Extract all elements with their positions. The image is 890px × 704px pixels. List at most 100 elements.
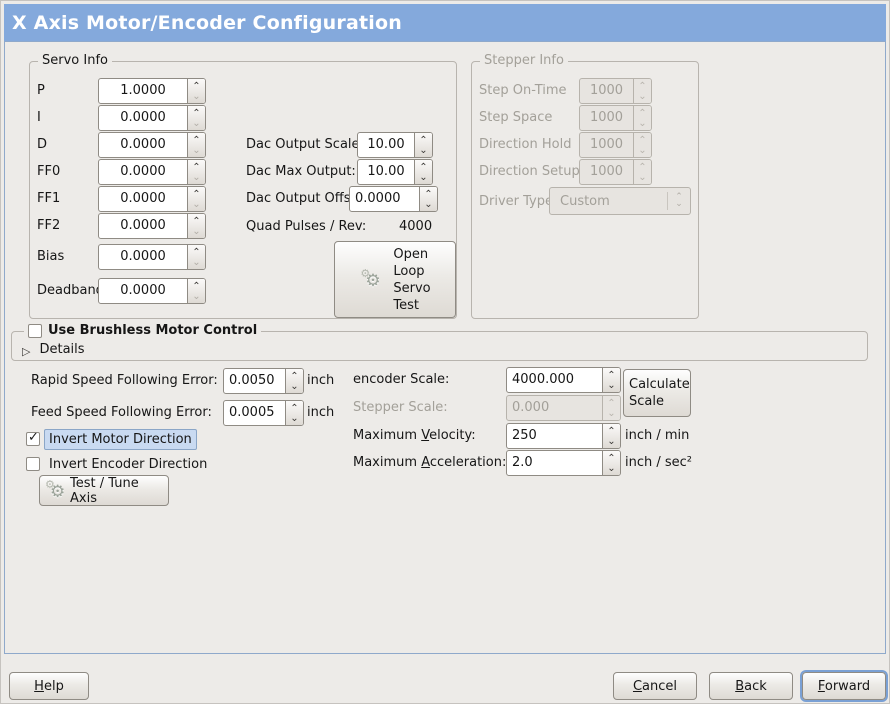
deadband-value[interactable]: 0.0000 bbox=[120, 283, 166, 298]
invert-motor-label[interactable]: Invert Motor Direction bbox=[44, 429, 197, 450]
invert-encoder-label[interactable]: Invert Encoder Direction bbox=[49, 457, 208, 472]
max-acceleration-value[interactable]: 2.0 bbox=[512, 455, 533, 470]
bias-spinbox[interactable]: 0.0000 bbox=[98, 244, 206, 270]
d-spinner[interactable] bbox=[187, 133, 205, 157]
spin-down-icon[interactable] bbox=[603, 381, 620, 392]
encoder-scale-label: encoder Scale: bbox=[353, 372, 450, 387]
encoder-scale-spinbox[interactable]: 4000.000 bbox=[506, 367, 621, 393]
dac-output-scale-value[interactable]: 10.00 bbox=[367, 137, 405, 152]
feed-following-error-label: Feed Speed Following Error: bbox=[31, 405, 212, 420]
combo-separator bbox=[667, 192, 668, 210]
encoder-scale-value[interactable]: 4000.000 bbox=[512, 372, 575, 387]
p-label: P bbox=[37, 83, 45, 98]
rapid-following-error-value[interactable]: 0.0050 bbox=[229, 373, 275, 388]
direction-hold-value: 1000 bbox=[589, 137, 624, 152]
d-spinbox[interactable]: 0.0000 bbox=[98, 132, 206, 158]
help-button[interactable]: Help bbox=[9, 672, 89, 700]
combo-arrows-icon bbox=[668, 194, 690, 208]
brushless-legend: Use Brushless Motor Control bbox=[24, 323, 262, 339]
deadband-spinner[interactable] bbox=[187, 279, 205, 303]
step-space-spinner bbox=[633, 106, 651, 130]
d-label: D bbox=[37, 137, 48, 152]
dac-output-scale-spinner[interactable] bbox=[414, 133, 432, 157]
spin-down-icon[interactable] bbox=[188, 227, 205, 238]
spin-down-icon[interactable] bbox=[603, 464, 620, 475]
driver-type-combobox: Custom bbox=[549, 187, 691, 215]
spin-down-icon[interactable] bbox=[188, 200, 205, 211]
dac-output-offset-spinbox[interactable]: 0.0000 bbox=[349, 186, 438, 212]
spin-down-icon bbox=[634, 146, 651, 157]
ff0-spinbox[interactable]: 0.0000 bbox=[98, 159, 206, 185]
ff2-spinner[interactable] bbox=[187, 214, 205, 238]
spin-down-icon[interactable] bbox=[420, 200, 437, 211]
spin-down-icon[interactable] bbox=[286, 382, 303, 393]
spin-down-icon[interactable] bbox=[415, 173, 432, 184]
max-velocity-value[interactable]: 250 bbox=[512, 428, 537, 443]
bias-spinner[interactable] bbox=[187, 245, 205, 269]
rapid-following-error-spinner[interactable] bbox=[285, 369, 303, 393]
feed-following-error-spinner[interactable] bbox=[285, 401, 303, 425]
quad-pulses-label: Quad Pulses / Rev: bbox=[246, 219, 367, 234]
test-tune-axis-button[interactable]: Test / Tune Axis bbox=[39, 475, 169, 506]
ff2-spinbox[interactable]: 0.0000 bbox=[98, 213, 206, 239]
max-acceleration-spinbox[interactable]: 2.0 bbox=[506, 450, 621, 476]
dac-max-output-spinbox[interactable]: 10.00 bbox=[357, 159, 433, 185]
p-spinner[interactable] bbox=[187, 79, 205, 103]
feed-following-error-spinbox[interactable]: 0.0005 bbox=[223, 400, 304, 426]
max-acceleration-spinner[interactable] bbox=[602, 451, 620, 475]
p-value[interactable]: 1.0000 bbox=[120, 83, 166, 98]
forward-button[interactable]: Forward bbox=[802, 672, 886, 700]
invert-encoder-checkbox[interactable] bbox=[26, 457, 40, 471]
direction-setup-value: 1000 bbox=[589, 164, 624, 179]
dac-max-output-label: Dac Max Output: bbox=[246, 164, 356, 179]
open-loop-servo-test-button[interactable]: Open Loop Servo Test bbox=[334, 241, 456, 318]
feed-following-error-value[interactable]: 0.0005 bbox=[229, 405, 275, 420]
back-button[interactable]: Back bbox=[709, 672, 793, 700]
dac-output-offset-value[interactable]: 0.0000 bbox=[355, 191, 401, 206]
calculate-scale-button[interactable]: Calculate Scale bbox=[623, 369, 691, 417]
expander-arrow-icon[interactable] bbox=[22, 340, 30, 359]
spin-down-icon[interactable] bbox=[188, 258, 205, 269]
spin-down-icon[interactable] bbox=[188, 292, 205, 303]
i-spinner[interactable] bbox=[187, 106, 205, 130]
bias-value[interactable]: 0.0000 bbox=[120, 249, 166, 264]
d-value[interactable]: 0.0000 bbox=[120, 137, 166, 152]
spin-down-icon[interactable] bbox=[188, 146, 205, 157]
dac-max-output-spinner[interactable] bbox=[414, 160, 432, 184]
spin-down-icon[interactable] bbox=[188, 173, 205, 184]
spin-down-icon[interactable] bbox=[188, 92, 205, 103]
ff0-spinner[interactable] bbox=[187, 160, 205, 184]
invert-motor-checkbox[interactable] bbox=[26, 430, 40, 446]
stepper-info-legend: Stepper Info bbox=[480, 53, 568, 69]
cancel-button[interactable]: Cancel bbox=[613, 672, 697, 700]
ff2-value[interactable]: 0.0000 bbox=[120, 218, 166, 233]
servo-info-frame: Servo Info bbox=[29, 53, 457, 319]
spin-down-icon[interactable] bbox=[188, 119, 205, 130]
i-value[interactable]: 0.0000 bbox=[120, 110, 166, 125]
dac-max-output-value[interactable]: 10.00 bbox=[367, 164, 405, 179]
dac-output-offset-spinner[interactable] bbox=[419, 187, 437, 211]
spin-down-icon bbox=[634, 92, 651, 103]
ff1-value[interactable]: 0.0000 bbox=[120, 191, 166, 206]
spin-down-icon[interactable] bbox=[415, 146, 432, 157]
max-acceleration-unit: inch / sec² bbox=[625, 455, 693, 470]
spin-down-icon[interactable] bbox=[603, 437, 620, 448]
step-on-time-value: 1000 bbox=[589, 83, 624, 98]
ff0-value[interactable]: 0.0000 bbox=[120, 164, 166, 179]
encoder-scale-spinner[interactable] bbox=[602, 368, 620, 392]
ff1-spinbox[interactable]: 0.0000 bbox=[98, 186, 206, 212]
gears-icon bbox=[359, 267, 383, 292]
spin-down-icon[interactable] bbox=[286, 414, 303, 425]
ff1-spinner[interactable] bbox=[187, 187, 205, 211]
i-spinbox[interactable]: 0.0000 bbox=[98, 105, 206, 131]
dac-output-scale-spinbox[interactable]: 10.00 bbox=[357, 132, 433, 158]
p-spinbox[interactable]: 1.0000 bbox=[98, 78, 206, 104]
max-velocity-spinbox[interactable]: 250 bbox=[506, 423, 621, 449]
use-brushless-checkbox[interactable] bbox=[28, 323, 42, 338]
deadband-spinbox[interactable]: 0.0000 bbox=[98, 278, 206, 304]
content-panel bbox=[4, 41, 886, 654]
details-expander[interactable]: Details bbox=[22, 340, 84, 359]
rapid-following-error-spinbox[interactable]: 0.0050 bbox=[223, 368, 304, 394]
max-velocity-spinner[interactable] bbox=[602, 424, 620, 448]
